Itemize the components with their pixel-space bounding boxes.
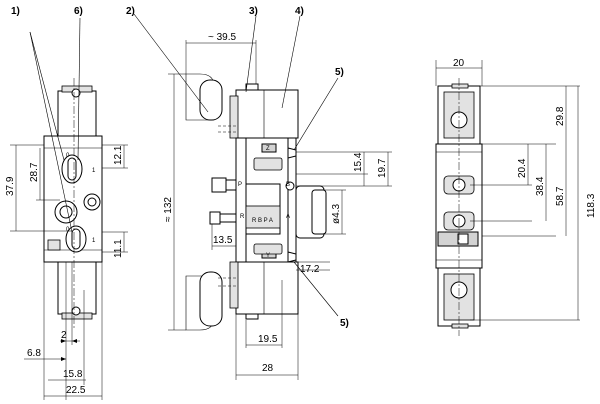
dim-20-4: 20.4: [517, 158, 528, 178]
leader-6: [77, 17, 81, 161]
dim-12-1: 12.1: [113, 145, 124, 165]
callout-5-lower: 5): [340, 318, 349, 329]
body-marking: R B P A: [252, 218, 273, 224]
body-tab: [47, 239, 61, 251]
dim-15-4: 15.4: [353, 152, 364, 172]
right-view: [435, 60, 580, 336]
callout-5-upper: 5): [335, 67, 344, 78]
dim-4-3: ø4.3: [331, 204, 342, 224]
upper-solenoid: [235, 89, 299, 139]
callout-6: 6): [74, 6, 83, 17]
dim-2: 2: [61, 330, 67, 341]
dim-29-8: 29.8: [555, 106, 566, 126]
dim-22-5: 22.5: [66, 385, 86, 396]
callout-1: 1): [11, 6, 20, 17]
left-pos-1-top: 1: [92, 168, 96, 174]
dim-15-8: 15.8: [63, 369, 83, 380]
leader-5b: [293, 261, 339, 317]
leader-1a: [29, 31, 65, 161]
dim-28-7: 28.7: [29, 162, 40, 182]
callout-4: 4): [295, 6, 304, 17]
left-view: [10, 17, 128, 400]
port-b: B: [286, 182, 290, 188]
dim-37-9: 37.9: [5, 176, 16, 196]
port-r: R: [240, 214, 245, 220]
upper-coil: [57, 90, 97, 137]
dim-11-1: 11.1: [113, 239, 124, 258]
dim-39-5: ~ 39.5: [208, 32, 237, 43]
leader-3: [245, 15, 257, 93]
dim-19-7: 19.7: [377, 158, 388, 178]
left-pos-0-bottom: 0: [66, 227, 70, 233]
leader-1b: [29, 31, 73, 233]
dim-118-3: 118.3: [586, 193, 597, 218]
lower-coil: [57, 261, 97, 315]
dim-132: ≈ 132: [163, 197, 174, 222]
port-p: P: [238, 182, 242, 188]
port-y: Y: [266, 253, 270, 259]
dim-38-4: 38.4: [535, 176, 546, 196]
dim-13-5: 13.5: [213, 235, 233, 246]
port-a: A: [286, 214, 290, 220]
dim-20: 20: [453, 58, 465, 69]
leader-5a: [293, 77, 339, 151]
port-z: Z: [266, 146, 270, 152]
left-pos-0-top: 0: [66, 153, 70, 159]
leader-2: [133, 13, 209, 113]
left-fitting: [211, 177, 227, 193]
leader-4: [281, 15, 301, 109]
dim-19-5: 19.5: [258, 334, 278, 345]
middle-view: [133, 13, 392, 380]
dim-6-8: 6.8: [27, 348, 41, 359]
dim-17-2: 17.2: [300, 264, 320, 275]
callout-3: 3): [249, 6, 258, 17]
lower-solenoid: [235, 261, 299, 315]
dim-28: 28: [262, 363, 274, 374]
callout-2: 2): [126, 6, 135, 17]
left-pos-1-bottom: 1: [92, 238, 96, 244]
dim-58-7: 58.7: [555, 186, 566, 206]
